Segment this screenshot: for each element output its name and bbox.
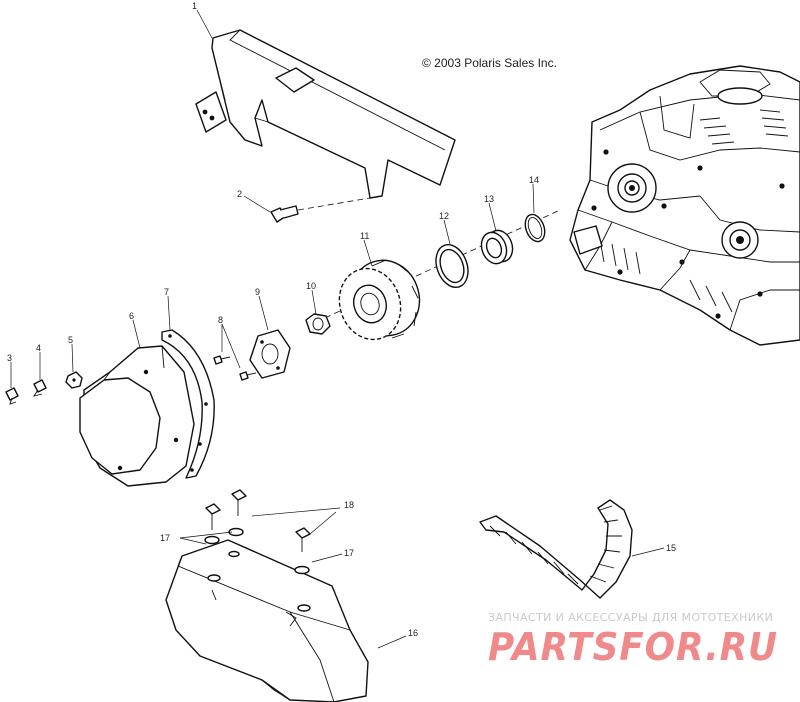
callout-7: 7 bbox=[164, 287, 169, 297]
leader-17a bbox=[179, 537, 207, 545]
callout-18: 18 bbox=[344, 500, 354, 510]
part-9-retainer-plate bbox=[249, 329, 291, 379]
part-12-seal bbox=[435, 243, 469, 289]
callout-5: 5 bbox=[68, 335, 73, 345]
leader-17b bbox=[311, 553, 343, 563]
part-16-lower-belt-guard bbox=[165, 539, 369, 702]
part-11-drive-sprocket bbox=[338, 259, 421, 341]
leader-2 bbox=[243, 195, 271, 213]
callout-2: 2 bbox=[237, 189, 242, 199]
part-7-gasket bbox=[161, 329, 215, 479]
leader-16 bbox=[377, 635, 407, 649]
callout-14: 14 bbox=[529, 175, 539, 185]
callout-11: 11 bbox=[360, 231, 369, 241]
part-15-drive-belt bbox=[479, 499, 633, 599]
leader-1 bbox=[196, 9, 213, 39]
leader-10 bbox=[311, 289, 317, 315]
partsfor-watermark: ЗАПЧАСТИ И АКСЕССУАРЫ ДЛЯ МОТОТЕХНИКИ PA… bbox=[488, 611, 778, 669]
part-10-nut bbox=[305, 313, 331, 335]
leader-13 bbox=[488, 202, 497, 232]
part-18-bolts bbox=[205, 489, 311, 552]
callout-6: 6 bbox=[129, 311, 134, 321]
leader-9 bbox=[258, 295, 269, 331]
callout-4: 4 bbox=[36, 343, 41, 353]
leader-15 bbox=[631, 547, 665, 557]
callout-17b: 17 bbox=[344, 548, 354, 558]
copyright-text: © 2003 Polaris Sales Inc. bbox=[422, 56, 557, 70]
watermark-brand: PARTSFOR.RU bbox=[488, 625, 778, 669]
part-13-bushing bbox=[480, 229, 514, 265]
callout-3: 3 bbox=[7, 353, 12, 363]
callout-15: 15 bbox=[666, 543, 676, 553]
callout-8: 8 bbox=[218, 315, 223, 325]
leader-8b bbox=[221, 323, 241, 369]
part-14-o-ring bbox=[524, 213, 546, 243]
part-2-bolt bbox=[270, 205, 299, 223]
leader-11 bbox=[363, 239, 373, 267]
leader-6 bbox=[132, 319, 141, 349]
leader-14 bbox=[532, 183, 535, 214]
leader-5 bbox=[71, 343, 74, 373]
part-3-bolt bbox=[5, 387, 19, 405]
leader-17a2 bbox=[179, 531, 233, 539]
leader-7 bbox=[167, 295, 171, 331]
engine-block bbox=[569, 65, 800, 346]
callout-9: 9 bbox=[255, 287, 260, 297]
callout-17a: 17 bbox=[160, 533, 170, 543]
part-4-bolt bbox=[32, 379, 47, 397]
part-5-nut bbox=[65, 371, 83, 389]
watermark-subtitle: ЗАПЧАСТИ И АКСЕССУАРЫ ДЛЯ МОТОТЕХНИКИ bbox=[488, 611, 773, 624]
leader-18a bbox=[251, 507, 341, 517]
callout-13: 13 bbox=[484, 194, 494, 204]
callout-16: 16 bbox=[408, 628, 418, 638]
part-17-washers bbox=[204, 527, 310, 575]
leader-18b bbox=[309, 511, 337, 535]
part-6-sprocket-cover bbox=[79, 345, 195, 487]
leader-12 bbox=[443, 219, 451, 245]
callout-1: 1 bbox=[192, 1, 197, 11]
part-8-screws bbox=[213, 355, 257, 381]
callout-12: 12 bbox=[439, 211, 449, 221]
callout-10: 10 bbox=[306, 281, 316, 291]
part-1-upper-belt-guard bbox=[195, 29, 456, 199]
